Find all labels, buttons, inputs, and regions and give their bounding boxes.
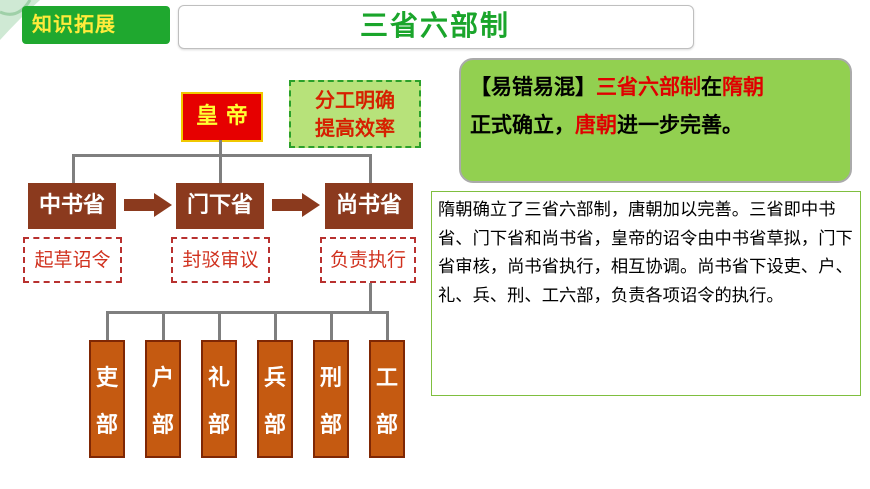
connector-line: [72, 154, 75, 183]
leaf-decoration-icon: [0, 0, 40, 40]
connector-line: [386, 311, 389, 340]
ministry-xing-justice: 刑 部: [313, 340, 349, 458]
mistake-term-system: 三省六部制: [596, 75, 701, 99]
mistake-term-tang: 唐朝: [575, 113, 617, 137]
ministry-li-rites: 礼 部: [201, 340, 237, 458]
connector-line: [274, 311, 277, 340]
explanation-text: 隋朝确立了三省六部制，唐朝加以完善。三省即中书省、门下省和尚书省，皇帝的诏令由中…: [438, 200, 853, 306]
ministry-suffix: 部: [95, 412, 118, 438]
duty-menxia: 封驳审议: [171, 237, 270, 283]
connector-line: [106, 311, 109, 340]
mistake-suffix: 进一步完善。: [617, 113, 743, 137]
mistake-prefix: 【易错易混】: [470, 75, 596, 99]
province-shangshu: 尚书省: [325, 183, 413, 229]
arrow-right-icon: [272, 193, 320, 217]
ministry-suffix: 部: [319, 412, 342, 438]
connector-line: [219, 154, 222, 183]
ministry-label: 户: [151, 365, 174, 391]
ministry-suffix: 部: [263, 412, 286, 438]
ministry-suffix: 部: [375, 412, 398, 438]
explanation-box: [431, 191, 861, 396]
connector-line: [330, 311, 333, 340]
connector-line: [369, 154, 372, 183]
mistake-mid: 正式确立，: [470, 113, 575, 137]
title-box: [178, 5, 694, 49]
ministry-bing-war: 兵 部: [257, 340, 293, 458]
connector-line: [72, 154, 372, 157]
benefit-line-1: 分工明确: [315, 88, 395, 112]
ministry-li-personnel: 吏 部: [89, 340, 125, 458]
mistake-text: 【易错易混】三省六部制在隋朝正式确立，唐朝进一步完善。: [470, 68, 848, 144]
benefit-note: 分工明确 提高效率: [289, 80, 421, 148]
ministry-label: 兵: [263, 365, 286, 391]
duty-zhongshu: 起草诏令: [23, 237, 122, 283]
connector-line: [106, 311, 387, 314]
ministry-label: 刑: [319, 365, 342, 391]
mistake-term-sui: 隋朝: [722, 75, 764, 99]
ministry-hu-revenue: 户 部: [145, 340, 181, 458]
section-tag-background: [22, 6, 170, 44]
emperor-box: 皇 帝: [181, 92, 263, 142]
province-zhongshu: 中书省: [28, 183, 116, 229]
province-menxia: 门下省: [176, 183, 264, 229]
connector-line: [369, 283, 372, 313]
benefit-line-2: 提高效率: [315, 116, 395, 140]
ministry-label: 工: [375, 365, 398, 391]
duty-shangshu: 负责执行: [320, 237, 416, 283]
ministry-gong-works: 工 部: [369, 340, 405, 458]
ministry-label: 礼: [207, 365, 230, 391]
mistake-mid: 在: [701, 75, 722, 99]
mistake-callout: [459, 58, 852, 183]
ministry-suffix: 部: [207, 412, 230, 438]
connector-line: [162, 311, 165, 340]
ministry-label: 吏: [95, 365, 118, 391]
connector-line: [218, 311, 221, 340]
ministry-suffix: 部: [151, 412, 174, 438]
page-title: 三省六部制: [359, 9, 510, 42]
arrow-right-icon: [124, 193, 172, 217]
section-tag: 知识拓展: [32, 12, 116, 36]
connector-line: [219, 140, 222, 156]
